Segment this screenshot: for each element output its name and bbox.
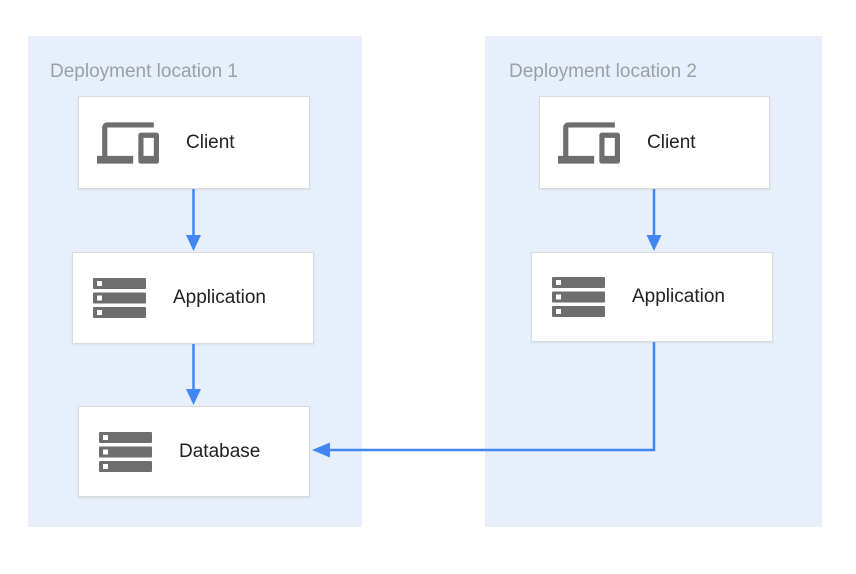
server-stack-icon <box>99 431 152 472</box>
devices-icon <box>558 121 620 164</box>
server-stack-icon <box>93 278 146 318</box>
server-stack-icon <box>552 277 605 317</box>
group-title: Deployment location 1 <box>50 61 238 82</box>
node-label: Application <box>632 286 725 307</box>
node-application-2: Application <box>531 252 773 342</box>
node-label: Database <box>179 440 261 462</box>
node-client-2: Client <box>539 96 770 189</box>
node-database-1: Database <box>78 406 310 497</box>
node-application-1: Application <box>72 252 314 344</box>
node-label: Client <box>647 131 696 153</box>
group-title: Deployment location 2 <box>509 61 697 82</box>
node-label: Client <box>186 131 235 153</box>
node-label: Application <box>173 287 266 308</box>
node-client-1: Client <box>78 96 310 189</box>
devices-icon <box>97 121 159 164</box>
